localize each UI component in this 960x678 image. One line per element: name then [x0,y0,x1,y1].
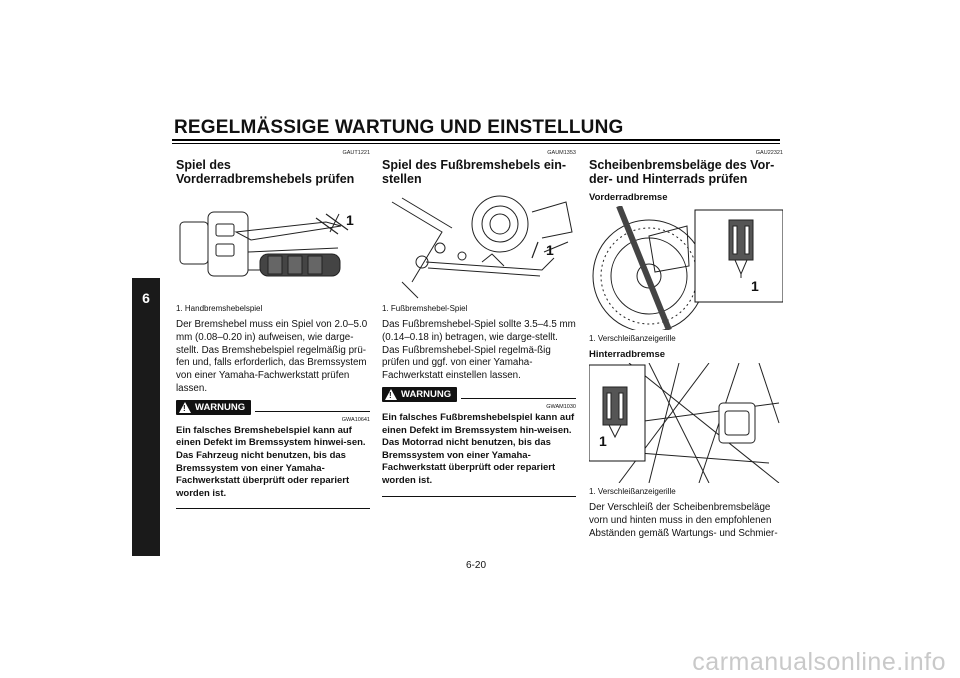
figure-callout: 1 [599,433,607,449]
page-number: 6-20 [466,560,487,571]
figure-callout: 1 [751,278,759,294]
warning-code: GWA10641 [341,416,370,423]
section-brake-pads: GAU22321 Scheibenbremsbeläge des Vor-der… [589,150,783,540]
figure-foot-brake: 1 [382,192,576,300]
foot-brake-illustration [391,195,573,299]
warning-end-rule [176,508,370,510]
chapter-number: 6 [142,290,150,306]
rear-brake-illustration [589,363,780,483]
page-title: REGELMÄSSIGE WARTUNG UND EINSTELLUNG [174,117,624,138]
figure-callout: 1 [546,242,554,258]
brake-lever-illustration [179,211,349,277]
section-code: GAUM1353 [547,150,576,156]
figure-rear-brake-pads: 1 [589,363,783,483]
warning-rule [461,397,576,399]
figure-caption: 1. Fußbremshebel-Spiel [382,304,468,313]
body-text: Der Verschleiß der Scheibenbremsbeläge v… [589,502,778,539]
section-heading: Scheibenbremsbeläge des Vor-der- und Hin… [589,158,775,186]
body-text: Das Fußbremshebel-Spiel sollte 3.5–4.5 m… [382,319,576,382]
title-rule-thin [172,143,780,144]
section-heading: Spiel des Fußbremshebels ein-stellen [382,158,567,186]
section-front-brake-lever: GAUT1221 Spiel des Vorderradbremshebels … [176,150,370,510]
warning-header: ! WARNUNG [382,386,576,402]
warning-label: WARNUNG [401,388,452,400]
body-text: Der Bremshebel muss ein Spiel von 2.0–5.… [176,319,368,394]
figure-callout: 1 [346,212,354,228]
warning-triangle-icon: ! [179,401,191,413]
warning-header: ! WARNUNG [176,399,370,415]
subheading-rear: Hinterradbremse [589,349,666,360]
warning-rule [255,410,370,412]
warning-end-rule [382,495,576,497]
warning-code: GWAM1030 [546,403,576,410]
section-foot-brake-lever: GAUM1353 Spiel des Fußbremshebels ein-st… [382,150,576,497]
warning-text: Ein falsches Fußbremshebelspiel kann auf… [382,411,575,486]
figure-front-brake-pads: 1 [589,206,783,330]
warning-text: Ein falsches Bremshebelspiel kann auf ei… [176,424,366,499]
subheading-front: Vorderradbremse [589,192,668,203]
warning-label: WARNUNG [195,401,246,413]
watermark: carmanualsonline.info [692,648,946,676]
warning-badge: ! WARNUNG [382,386,458,402]
figure-caption: 1. Verschleißanzeigerille [589,487,676,496]
figure-brake-lever: 1 [176,192,370,300]
warning-badge: ! WARNUNG [176,399,252,415]
section-heading: Spiel des Vorderradbremshebels prüfen [176,158,355,186]
section-code: GAU22321 [755,150,783,156]
front-brake-illustration [592,206,783,330]
chapter-tab: 6 [132,278,160,556]
warning-triangle-icon: ! [385,388,397,400]
section-code: GAUT1221 [342,150,370,156]
title-rule [172,139,780,141]
figure-caption: 1. Handbremshebelspiel [176,304,263,313]
figure-caption: 1. Verschleißanzeigerille [589,334,676,343]
